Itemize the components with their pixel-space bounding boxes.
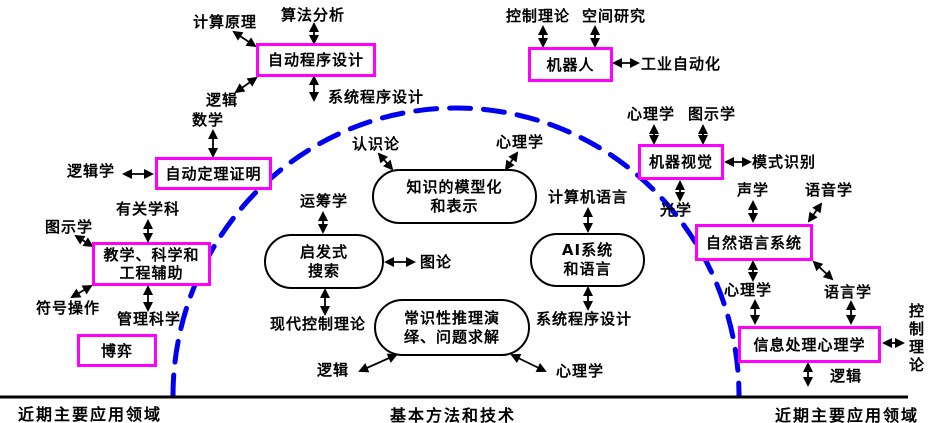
label-graphics-vision: 图示学	[688, 105, 737, 123]
label-psychology-bottom-center: 心理学	[556, 362, 605, 380]
label-psychology-vision: 心理学	[627, 105, 676, 123]
box-teaching-science-engineering-aid: 教学、科学和 工程辅助	[92, 242, 211, 286]
arrow-commonsense-psychology	[510, 353, 547, 373]
label-epistemology: 认识论	[352, 135, 401, 153]
box-natural-language-system: 自然语言系统	[695, 224, 813, 261]
label-space-research: 空间研究	[582, 7, 647, 25]
arrow-teaching-symbol-manipulation	[70, 284, 93, 299]
box-automatic-theorem-proving: 自动定理证明	[155, 157, 272, 190]
arrow-nlsystem-linguistics	[812, 260, 834, 281]
label-logic-science: 逻辑学	[67, 162, 116, 180]
label-management-science: 管理科学	[117, 310, 182, 328]
label-modern-control-theory: 现代控制理论	[270, 315, 367, 333]
box-machine-vision: 机器视觉	[638, 144, 724, 180]
label-logic-bottom-right: 逻辑	[830, 367, 863, 385]
label-related-disciplines: 有关学科	[116, 200, 181, 218]
label-acoustics: 声学	[737, 181, 770, 199]
node-commonsense-reasoning: 常识性推理演 绎、问题求解	[374, 299, 530, 356]
box-robot: 机器人	[528, 47, 613, 82]
label-psychology-nl: 心理学	[724, 281, 773, 299]
label-control-theory-vertical: 控制理论	[907, 303, 925, 375]
label-industrial-automation: 工业自动化	[641, 55, 722, 73]
arrow-computing-principles-autoprog	[232, 30, 257, 48]
label-graphics-left: 图示学	[45, 218, 94, 236]
label-system-programming-center: 系统程序设计	[536, 310, 633, 328]
label-computer-language: 计算机语言	[548, 188, 629, 206]
box-automatic-programming: 自动程序设计	[256, 43, 376, 77]
label-graph-theory: 图论	[420, 253, 453, 271]
arrow-phonetics-nlsystem	[807, 202, 823, 223]
node-heuristic-search: 启发式 搜索	[264, 234, 384, 289]
node-knowledge-modeling: 知识的模型化 和表示	[372, 169, 537, 224]
label-control-theory-top: 控制理论	[506, 7, 571, 25]
label-logic-top-left: 逻辑	[206, 91, 239, 109]
label-algorithm-analysis: 算法分析	[281, 6, 346, 24]
label-optics: 光学	[660, 201, 693, 219]
arrows-group	[70, 22, 905, 387]
arrow-psychology-knowledge	[504, 151, 519, 171]
arrow-logic-autoprog	[234, 76, 258, 94]
footer-right-application-areas: 近期主要应用领域	[775, 406, 920, 423]
arrow-commonsense-logic	[358, 353, 398, 373]
node-ai-systems-and-languages: AI系统 和语言	[530, 233, 645, 287]
label-symbol-manipulation: 符号操作	[36, 299, 101, 317]
label-computing-principles: 计算原理	[193, 13, 258, 31]
box-info-processing-psychology: 信息处理心理学	[738, 326, 881, 363]
label-system-programming-left: 系统程序设计	[328, 88, 425, 106]
arrow-graphics-teaching	[74, 234, 94, 248]
label-linguistics: 语言学	[824, 283, 873, 301]
label-pattern-recognition: 模式识别	[752, 153, 817, 171]
label-psychology-top-center: 心理学	[496, 133, 545, 151]
box-game-playing: 博弈	[77, 334, 157, 367]
label-operations-research: 运筹学	[300, 192, 349, 210]
arrow-epistemology-knowledge	[377, 152, 394, 171]
label-math: 数学	[192, 111, 225, 129]
label-logic-bottom-center: 逻辑	[317, 361, 350, 379]
footer-basic-methods: 基本方法和技术	[390, 406, 517, 423]
footer-left-application-areas: 近期主要应用领域	[18, 405, 163, 423]
label-phonetics: 语音学	[805, 181, 854, 199]
